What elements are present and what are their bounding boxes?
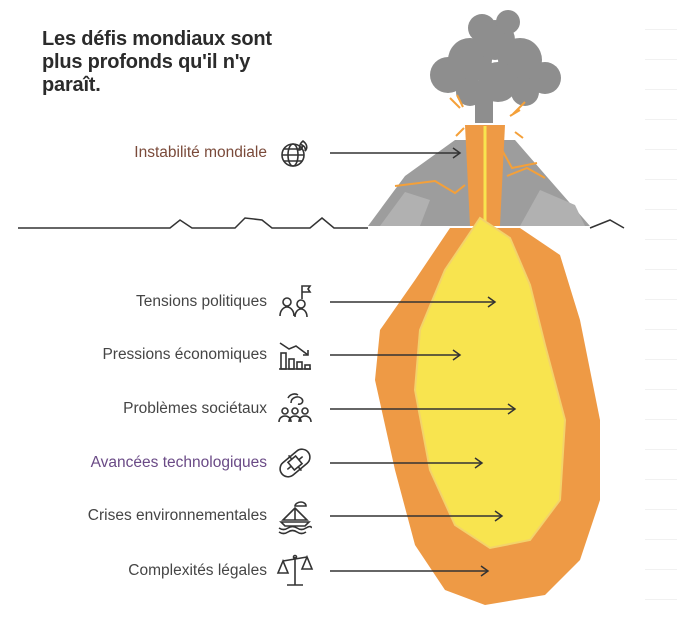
declining-chart-icon [275,335,315,375]
item-label: Pressions économiques [102,346,267,363]
volcano-rock [368,125,590,226]
community-icon [275,389,315,429]
scales-icon [275,551,315,591]
arrow-head [507,403,517,415]
diagram-title: Les défis mondiaux sont plus profonds qu… [42,28,272,96]
arrow-head [494,510,504,522]
smoke-plume [430,10,561,123]
item-label: Problèmes sociétaux [123,400,267,417]
item-label: Crises environnementales [87,507,267,524]
arrow-head [480,565,490,577]
boat-waves-icon [275,496,315,536]
arrows [330,147,517,577]
page-edge-rules [645,0,677,617]
lava-sparks [449,94,526,139]
ground-line [18,217,625,229]
people-flag-icon [275,282,315,322]
chip-pill-icon [275,443,315,483]
arrow-head [452,147,462,159]
globe-fire-icon [275,133,315,173]
item-label: Tensions politiques [136,293,267,310]
arrow-head [452,349,462,361]
item-label: Avancées technologiques [90,454,267,471]
arrow-head [474,457,484,469]
item-label: Complexités légales [128,562,267,579]
arrow-head [487,296,497,308]
magma-chamber-inner [413,216,567,550]
item-label: Instabilité mondiale [134,144,267,161]
